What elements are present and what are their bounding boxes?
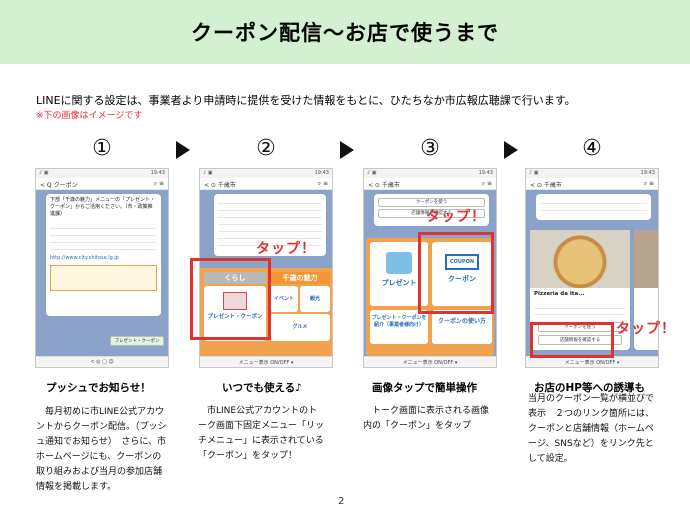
event-tile[interactable]: イベント [270, 286, 298, 312]
gourmet-tile[interactable]: グルメ [270, 314, 330, 341]
step2-body: 市LINE公式アカウントのトーク画面下固定メニュー「リッチメニュー」に表示されて… [198, 406, 325, 461]
page-title: クーポン配信〜お店で使うまで [191, 21, 499, 45]
step1-title: プッシュでお知らせ！ [46, 382, 151, 394]
image-note: ※下の画像はイメージです [36, 111, 143, 121]
header-banner: クーポン配信〜お店で使うまで [0, 0, 690, 64]
step3-body: トーク画面に表示される画像内の「クーポン」をタップ [363, 406, 490, 431]
tab-kurashi[interactable]: くらし [204, 272, 266, 284]
highlight-box [418, 232, 494, 314]
chat-area: クーポンを使う 店舗情報を確認する プレゼント COUPON クーポン プレゼン… [364, 190, 496, 356]
status-bar: ♪ ▣19:43 [36, 169, 168, 178]
pizza-image [530, 230, 630, 288]
message-bubble: クーポンを使う 店舗情報を確認する [374, 194, 489, 226]
coupon-menu-image: プレゼント COUPON クーポン プレゼント・クーポンを紹介（事業者様向け） … [366, 238, 494, 356]
message-bubble: 下部「千歳の魅力」メニューの「プレゼント・クーポン」からご活用ください。（市・政… [46, 194, 161, 316]
arrow-right-icon [340, 141, 354, 159]
highlight-box [530, 322, 614, 358]
present-coupon-tile[interactable]: プレゼント・クーポン [204, 286, 266, 341]
step2-title: いつでも使える♪ [222, 382, 302, 394]
chat-area: Pizzeria da Ita... クーポンを使う 店舗情報を確認する [526, 190, 658, 356]
step1-body: 毎月初めに市LINE公式アカウントからクーポン配信。（プッシュ通知でお知らせ） … [36, 407, 167, 492]
kanko-tile[interactable]: 観光 [300, 286, 330, 312]
coupon-tile[interactable]: COUPON クーポン [432, 242, 492, 306]
step-number-4: ④ [582, 136, 602, 161]
step-number-1: ① [92, 136, 112, 161]
tap-label: タップ！ [616, 321, 676, 337]
present-coupon-intro-tile[interactable]: プレゼント・クーポンを紹介（事業者様向け） [370, 310, 428, 344]
message-bubble [214, 194, 326, 256]
tab-miryoku[interactable]: 千歳の魅力 [270, 272, 330, 284]
gift-icon [386, 252, 412, 274]
phone-screenshot-4: ♪ ▣19:43 < ⊙ 千歳市⌕ ≡ Pizzeria da Ita... ク… [525, 168, 659, 368]
store-info-link[interactable]: 店舗情報を確認する [538, 335, 622, 345]
next-coupon-card [634, 230, 658, 350]
chat-area: 下部「千歳の魅力」メニューの「プレゼント・クーポン」からご活用ください。（市・政… [36, 190, 168, 356]
highlight-box [190, 258, 271, 340]
arrow-right-icon [176, 141, 190, 159]
app-bar: < Q クーポン⌕ ≡ [36, 178, 168, 190]
coupon-card: Pizzeria da Ita... クーポンを使う 店舗情報を確認する [530, 230, 630, 350]
phone-screenshot-2: ♪ ▣19:43 < ⊙ 千歳市⌕ ≡ くらし 千歳の魅力 プレゼント・クーポン… [199, 168, 333, 368]
phone-screenshot-3: ♪ ▣19:43 < ⊙ 千歳市⌕ ≡ クーポンを使う 店舗情報を確認する プレ… [363, 168, 497, 368]
step-number-3: ③ [420, 136, 440, 161]
intro-text: LINEに関する設定は、事業者より申請時に提供を受けた情報をもとに、ひたちなか市… [36, 94, 576, 107]
menu-toggle-bar[interactable]: メニュー表示 ON/OFF ▾ [364, 356, 496, 367]
message-bubble [536, 194, 651, 220]
arrow-right-icon [504, 141, 518, 159]
input-bar: < ◎ ▢ ☺ [36, 356, 168, 367]
gift-icon [223, 292, 247, 310]
tap-label: タップ！ [426, 209, 486, 225]
phone-screenshot-1: ♪ ▣19:43 < Q クーポン⌕ ≡ 下部「千歳の魅力」メニューの「プレゼン… [35, 168, 169, 368]
step4-title: お店のHP等への誘導も [534, 382, 645, 394]
step4-body: 当月のクーポン一覧が横並びで表示 ２つのリンク箇所には、クーポンと店舗情報（ホー… [528, 394, 655, 464]
rich-menu: くらし 千歳の魅力 プレゼント・クーポン イベント 観光 グルメ [200, 268, 332, 356]
tap-label: タップ！ [256, 241, 316, 257]
coupon-chat-button[interactable]: プレゼント・クーポン [110, 336, 164, 346]
menu-toggle-bar[interactable]: メニュー表示 ON/OFF ▾ [200, 356, 332, 367]
step-number-2: ② [256, 136, 276, 161]
chat-area: くらし 千歳の魅力 プレゼント・クーポン イベント 観光 グルメ [200, 190, 332, 356]
step3-title: 画像タップで簡単操作 [372, 382, 477, 394]
page-number: 2 [338, 496, 345, 507]
coupon-howto-tile[interactable]: クーポンの使い方 [432, 310, 492, 344]
coupon-ticket-icon: COUPON [445, 254, 479, 270]
